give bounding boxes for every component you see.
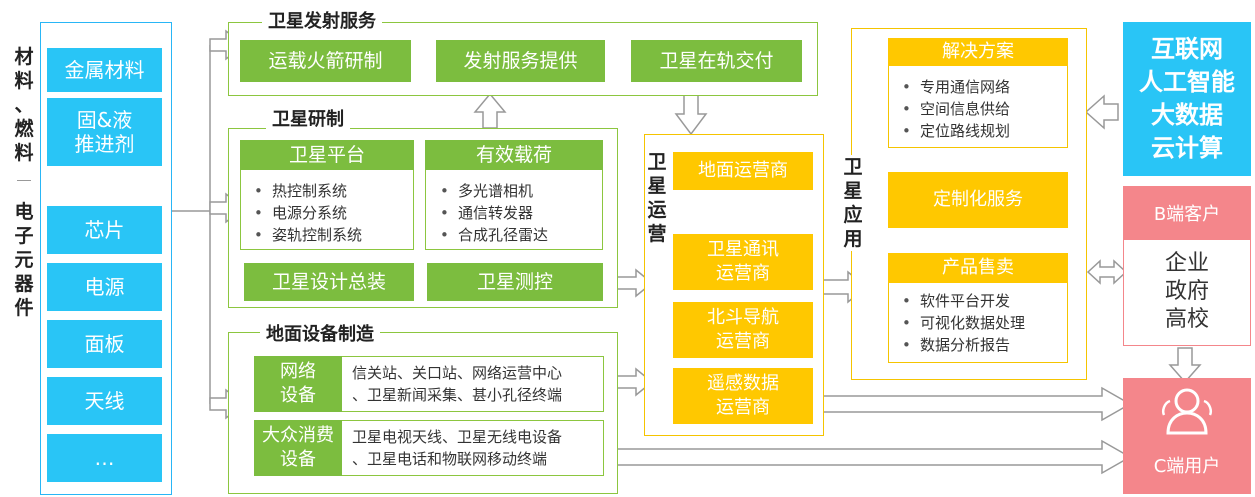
bullet: 数据分析报告 (892, 334, 1025, 356)
rnd-title: 卫星研制 (266, 110, 350, 130)
users-icon (1162, 388, 1212, 435)
products-bullets: 软件平台开发 可视化数据处理 数据分析报告 (892, 290, 1025, 356)
electronics-item: 天线 (47, 377, 162, 425)
network-desc: 信关站、关口站、网络运营中心 、卫星新闻采集、甚小孔径终端 (352, 364, 563, 404)
bullet: 定位路线规划 (892, 120, 1010, 142)
design-assembly: 卫星设计总装 (244, 263, 414, 301)
arrow-launch-to-ops (674, 93, 708, 136)
bullet: 电源分系统 (244, 202, 362, 224)
launch-item: 运载火箭研制 (240, 40, 411, 82)
consumer-label: 大众消费 设备 (254, 420, 342, 476)
launch-item: 卫星在轨交付 (631, 40, 802, 82)
tt-control: 卫星测控 (427, 263, 603, 301)
bullet: 多光谱相机 (430, 180, 548, 202)
platform-label: 卫星平台 (240, 140, 414, 170)
launch-item: 发射服务提供 (436, 40, 605, 82)
solutions-label: 解决方案 (888, 38, 1068, 66)
electronics-item: 芯片 (47, 206, 162, 254)
c-users-title: C端用户 (1153, 456, 1221, 477)
electronics-label: 电子元器件 (14, 201, 34, 319)
payload-label: 有效载荷 (425, 140, 603, 170)
arrow-tech-to-app (1084, 94, 1119, 130)
bullet: 姿轨控制系统 (244, 224, 362, 246)
arrow-consumer-to-c (603, 439, 1132, 475)
electronics-item: 电源 (47, 263, 162, 311)
operation-title: 卫星运营 (647, 151, 667, 245)
bullet: 专用通信网络 (892, 76, 1010, 98)
bullet: 合成孔径雷达 (430, 224, 548, 246)
arrow-b-to-c (1168, 347, 1202, 384)
ops-item: 卫星通讯 运营商 (673, 234, 813, 290)
platform-bullets: 热控制系统 电源分系统 姿轨控制系统 (244, 180, 362, 246)
electronics-item: 面板 (47, 320, 162, 368)
ops-item: 遥感数据 运营商 (673, 368, 813, 424)
bullet: 可视化数据处理 (892, 312, 1025, 334)
arrow-app-b-clients (1086, 259, 1128, 285)
bullet: 软件平台开发 (892, 290, 1025, 312)
divider (17, 180, 31, 181)
material-item: 金属材料 (47, 48, 162, 92)
materials-label: 材料、燃料 (14, 46, 34, 164)
bullet: 空间信息供给 (892, 98, 1010, 120)
tech-box: 互联网 人工智能 大数据 云计算 (1123, 22, 1251, 176)
c-users-box (1123, 378, 1251, 494)
payload-bullets: 多光谱相机 通信转发器 合成孔径雷达 (430, 180, 548, 246)
solutions-bullets: 专用通信网络 空间信息供给 定位路线规划 (892, 76, 1010, 142)
bullet: 通信转发器 (430, 202, 548, 224)
arrow-rnd-to-launch (473, 92, 507, 129)
products-label: 产品售卖 (888, 253, 1068, 283)
arrow-remote-to-c (819, 386, 1132, 422)
b-clients-body: 企业 政府 高校 (1164, 251, 1209, 332)
custom-service: 定制化服务 (888, 172, 1068, 228)
material-item: 固&液 推进剂 (47, 98, 162, 166)
network-label: 网络 设备 (254, 356, 342, 412)
b-clients-title: B端客户 (1123, 186, 1251, 240)
bullet: 热控制系统 (244, 180, 362, 202)
ops-item: 地面运营商 (673, 152, 813, 190)
application-title: 卫星应用 (841, 155, 865, 251)
launch-title: 卫星发射服务 (262, 12, 382, 32)
consumer-desc: 卫星电视天线、卫星无线电设备 、卫星电话和物联网移动终端 (352, 428, 563, 468)
ground-title: 地面设备制造 (260, 325, 380, 345)
electronics-item: … (47, 434, 162, 482)
ops-item: 北斗导航 运营商 (673, 302, 813, 358)
